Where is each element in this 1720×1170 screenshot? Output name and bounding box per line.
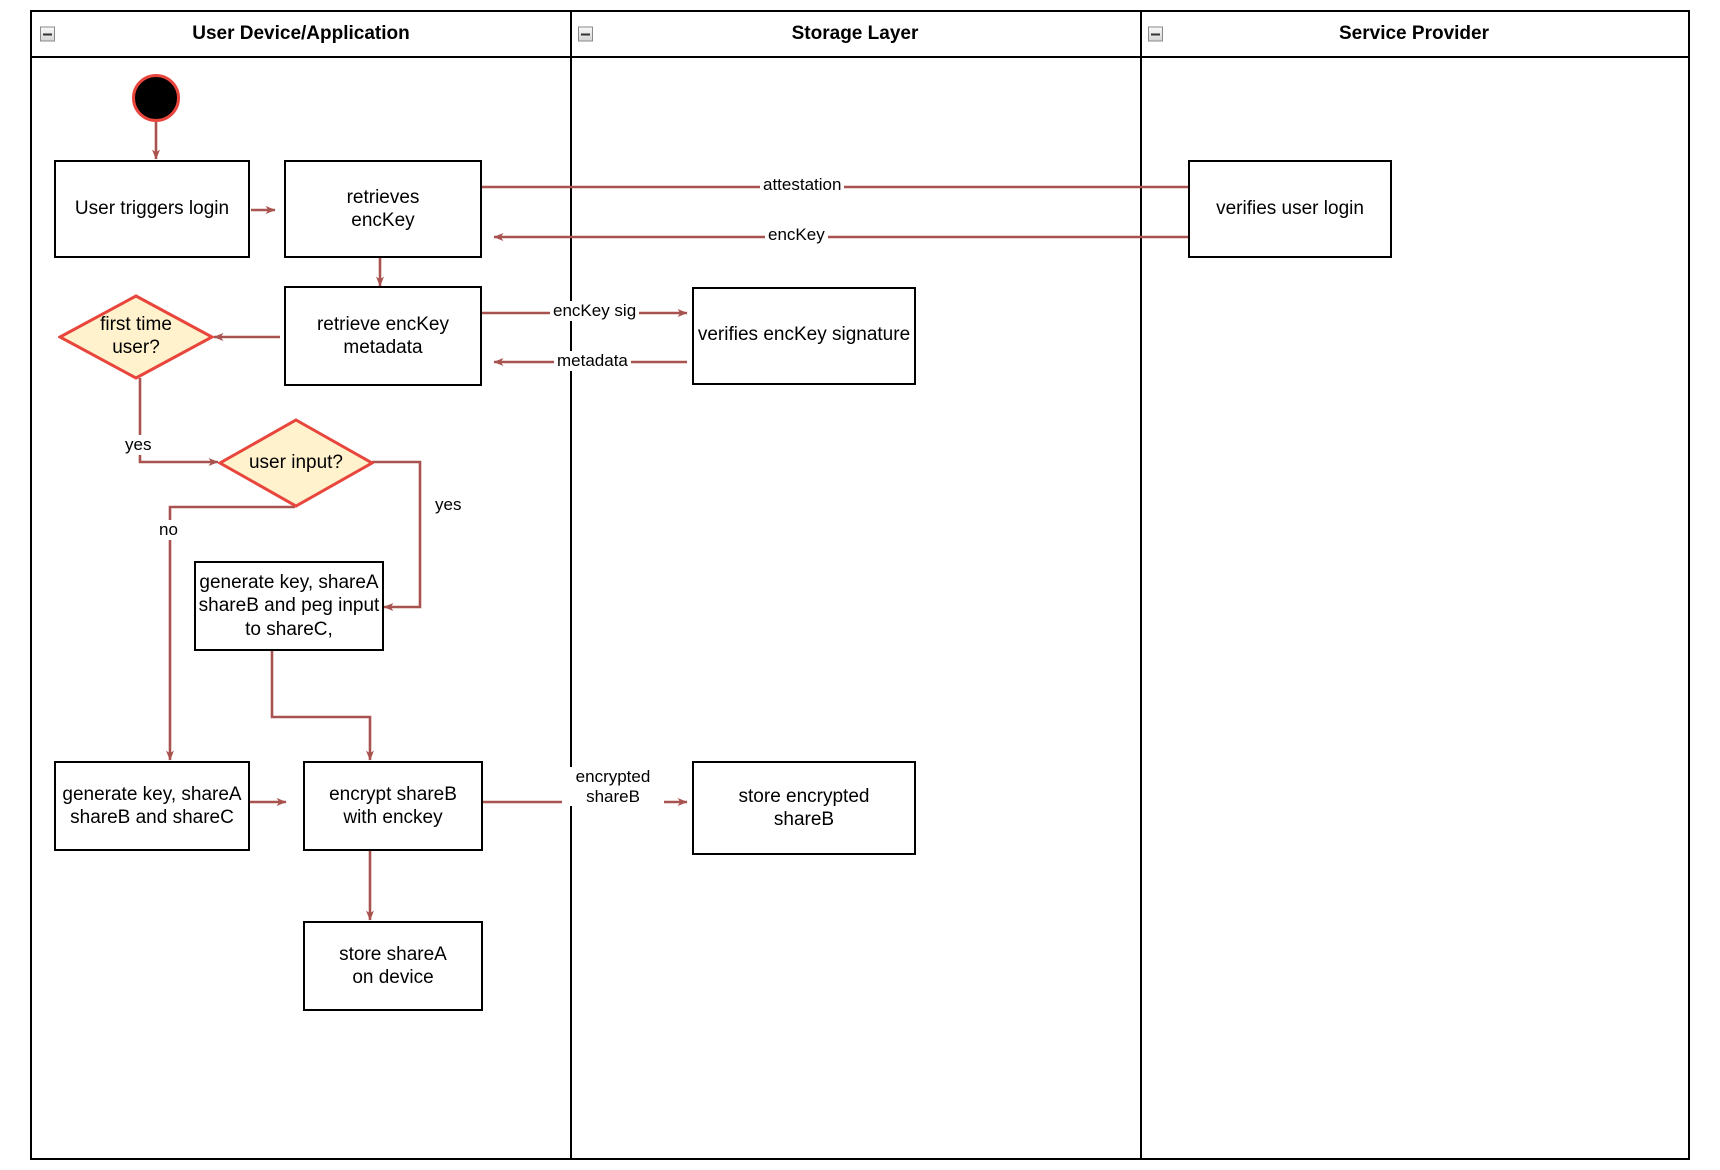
diamond-shape: [58, 294, 214, 380]
edge-yes-to-generate-peg: [372, 460, 422, 611]
decision-label: first time user?: [100, 314, 172, 358]
activity-verifies-enckey-signature-label: verifies encKey signature: [697, 324, 911, 345]
decision-label: user input?: [248, 451, 343, 473]
edge-label-enckey: encKey: [765, 225, 828, 245]
edge-label-yes-first-time: yes: [122, 435, 155, 455]
activity-retrieves-enckey[interactable]: retrieves encKey: [284, 160, 482, 258]
activity-store-encrypted-shareb[interactable]: store encrypted shareB: [692, 761, 916, 855]
activity-generate-key-shares-abc[interactable]: generate key, shareA shareB and shareC: [54, 761, 250, 851]
minus-box-icon[interactable]: [1148, 26, 1163, 42]
minus-box-icon[interactable]: [40, 26, 55, 42]
edge-label-yes-user-input: yes: [432, 495, 465, 515]
diamond-shape: [218, 418, 374, 508]
swimlane-pool: User Device/Application Storage Layer Se…: [30, 10, 1690, 1160]
edge-no-to-generate-abc: [166, 505, 295, 761]
activity-retrieve-enckey-metadata[interactable]: retrieve encKey metadata: [284, 286, 482, 386]
lane-divider-2: [1140, 12, 1142, 1158]
activity-store-sharea-on-device[interactable]: store shareA on device: [303, 921, 483, 1011]
decision-user-input[interactable]: user input?: [218, 418, 374, 508]
initial-node[interactable]: [132, 74, 180, 122]
lane-divider-1: [570, 12, 572, 1158]
edge-label-encrypted-shareb: encrypted shareB: [562, 767, 664, 807]
edge-label-no-user-input: no: [156, 520, 181, 540]
activity-user-triggers-login[interactable]: User triggers login: [54, 160, 250, 258]
edge-label-metadata: metadata: [554, 351, 631, 371]
edge-label-enckey-sig: encKey sig: [550, 301, 640, 321]
edge-peg-to-encrypt: [270, 649, 374, 761]
decision-first-time-user[interactable]: first time user?: [58, 294, 214, 380]
activity-verifies-user-login[interactable]: verifies user login: [1188, 160, 1392, 258]
minus-box-icon[interactable]: [578, 26, 593, 42]
activity-verifies-enckey-signature[interactable]: [692, 287, 916, 385]
edge-yes-to-userinput: [138, 378, 219, 466]
activity-generate-key-peg-sharec[interactable]: generate key, shareA shareB and peg inpu…: [194, 561, 384, 651]
activity-encrypt-shareb[interactable]: encrypt shareB with enckey: [303, 761, 483, 851]
edge-label-attestation: attestation: [760, 175, 845, 195]
